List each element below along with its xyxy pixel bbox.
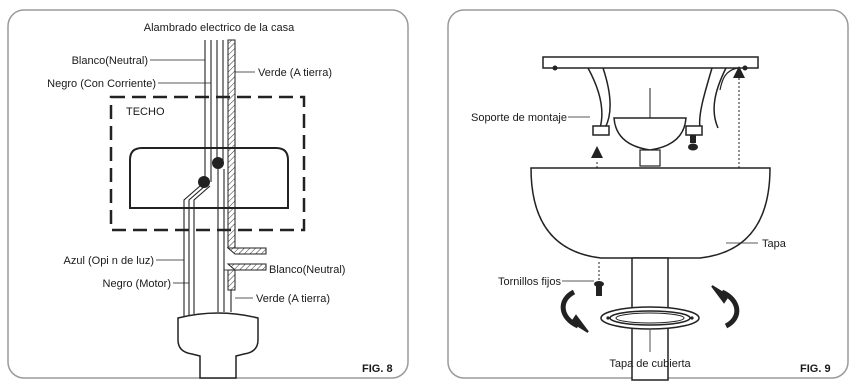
label-fixing-screws: Tornillos fijos [498, 276, 561, 288]
label-house-wiring: Alambrado electrico de la casa [144, 22, 295, 34]
screw [596, 286, 602, 296]
figure-9-caption: FIG. 9 [800, 363, 831, 375]
label-black-live: Negro (Con Corriente) [47, 78, 156, 90]
figure-8-panel: Alambrado electrico de la casa Blanco(Ne… [7, 9, 409, 379]
junction-box [129, 147, 289, 209]
hanger-ball [613, 117, 687, 151]
mounting-bracket-left [587, 67, 603, 129]
arrow-up-icon [591, 146, 603, 158]
canopy [530, 167, 771, 259]
label-black-motor: Negro (Motor) [103, 278, 171, 290]
ceiling-plate [542, 56, 759, 69]
label-ceiling: TECHO [126, 106, 165, 118]
label-green-ground-top: Verde (A tierra) [258, 67, 332, 79]
fan-housing [177, 312, 259, 379]
wire-nut-live [198, 176, 210, 188]
label-blue-light: Azul (Opi n de luz) [64, 255, 154, 267]
label-white-neutral-top: Blanco(Neutral) [72, 55, 148, 67]
wire-nut-neutral [212, 157, 224, 169]
label-canopy: Tapa [762, 238, 787, 250]
mounting-bracket-right [698, 67, 713, 129]
label-green-ground-bottom: Verde (A tierra) [256, 293, 330, 305]
label-white-neutral-bottom: Blanco(Neutral) [269, 264, 345, 276]
label-cover: Tapa de cubierta [609, 358, 691, 370]
arrow-up-icon [733, 66, 745, 78]
screw [688, 143, 698, 151]
label-mounting-bracket: Soporte de montaje [471, 112, 567, 124]
ceiling-outline [109, 95, 306, 232]
figure-9-panel: Soporte de montaje Tapa Tornillos fijos … [447, 9, 849, 381]
figure-8-caption: FIG. 8 [362, 363, 393, 375]
